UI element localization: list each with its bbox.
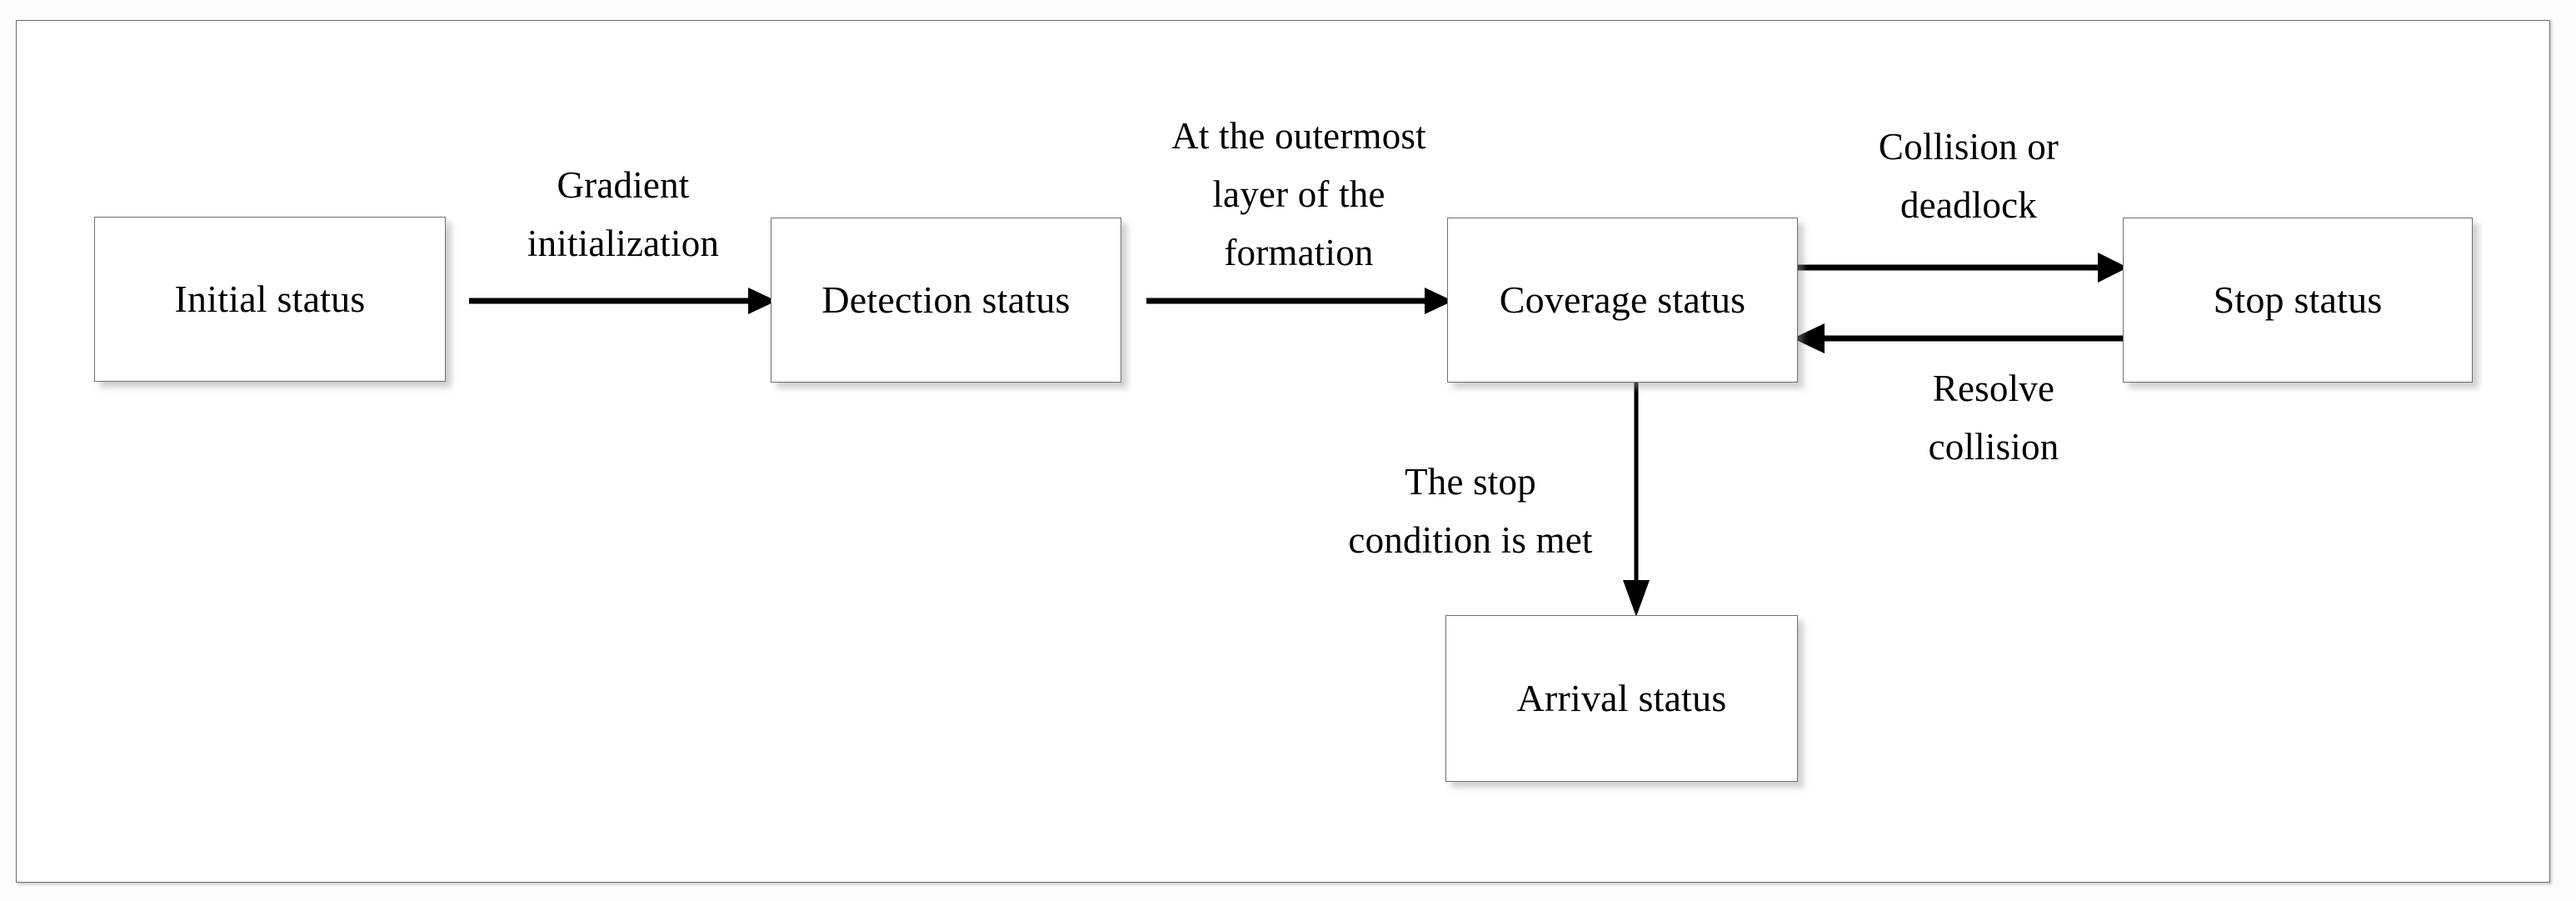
state-node-stop[interactable]: Stop status	[2123, 218, 2473, 383]
edge-label-coverage-to-arrival: The stop condition is met	[1348, 461, 1593, 561]
state-node-coverage[interactable]: Coverage status	[1447, 218, 1798, 383]
state-label-stop: Stop status	[2213, 278, 2383, 321]
state-node-arrival[interactable]: Arrival status	[1445, 615, 1798, 782]
figure-frame	[16, 20, 2550, 883]
state-node-detection[interactable]: Detection status	[771, 218, 1121, 383]
edge-label-initial-to-detection: Gradient initialization	[527, 164, 720, 264]
edge-label-stop-to-coverage: Resolve collision	[1928, 368, 2059, 468]
state-label-detection: Detection status	[821, 278, 1071, 321]
state-label-initial: Initial status	[174, 277, 366, 320]
state-node-initial[interactable]: Initial status	[94, 217, 446, 382]
edge-label-detection-to-coverage: At the outermost layer of the formation	[1171, 115, 1426, 273]
edge-label-coverage-to-stop: Collision or deadlock	[1878, 126, 2059, 226]
state-label-arrival: Arrival status	[1516, 676, 1727, 719]
state-label-coverage: Coverage status	[1499, 278, 1746, 321]
